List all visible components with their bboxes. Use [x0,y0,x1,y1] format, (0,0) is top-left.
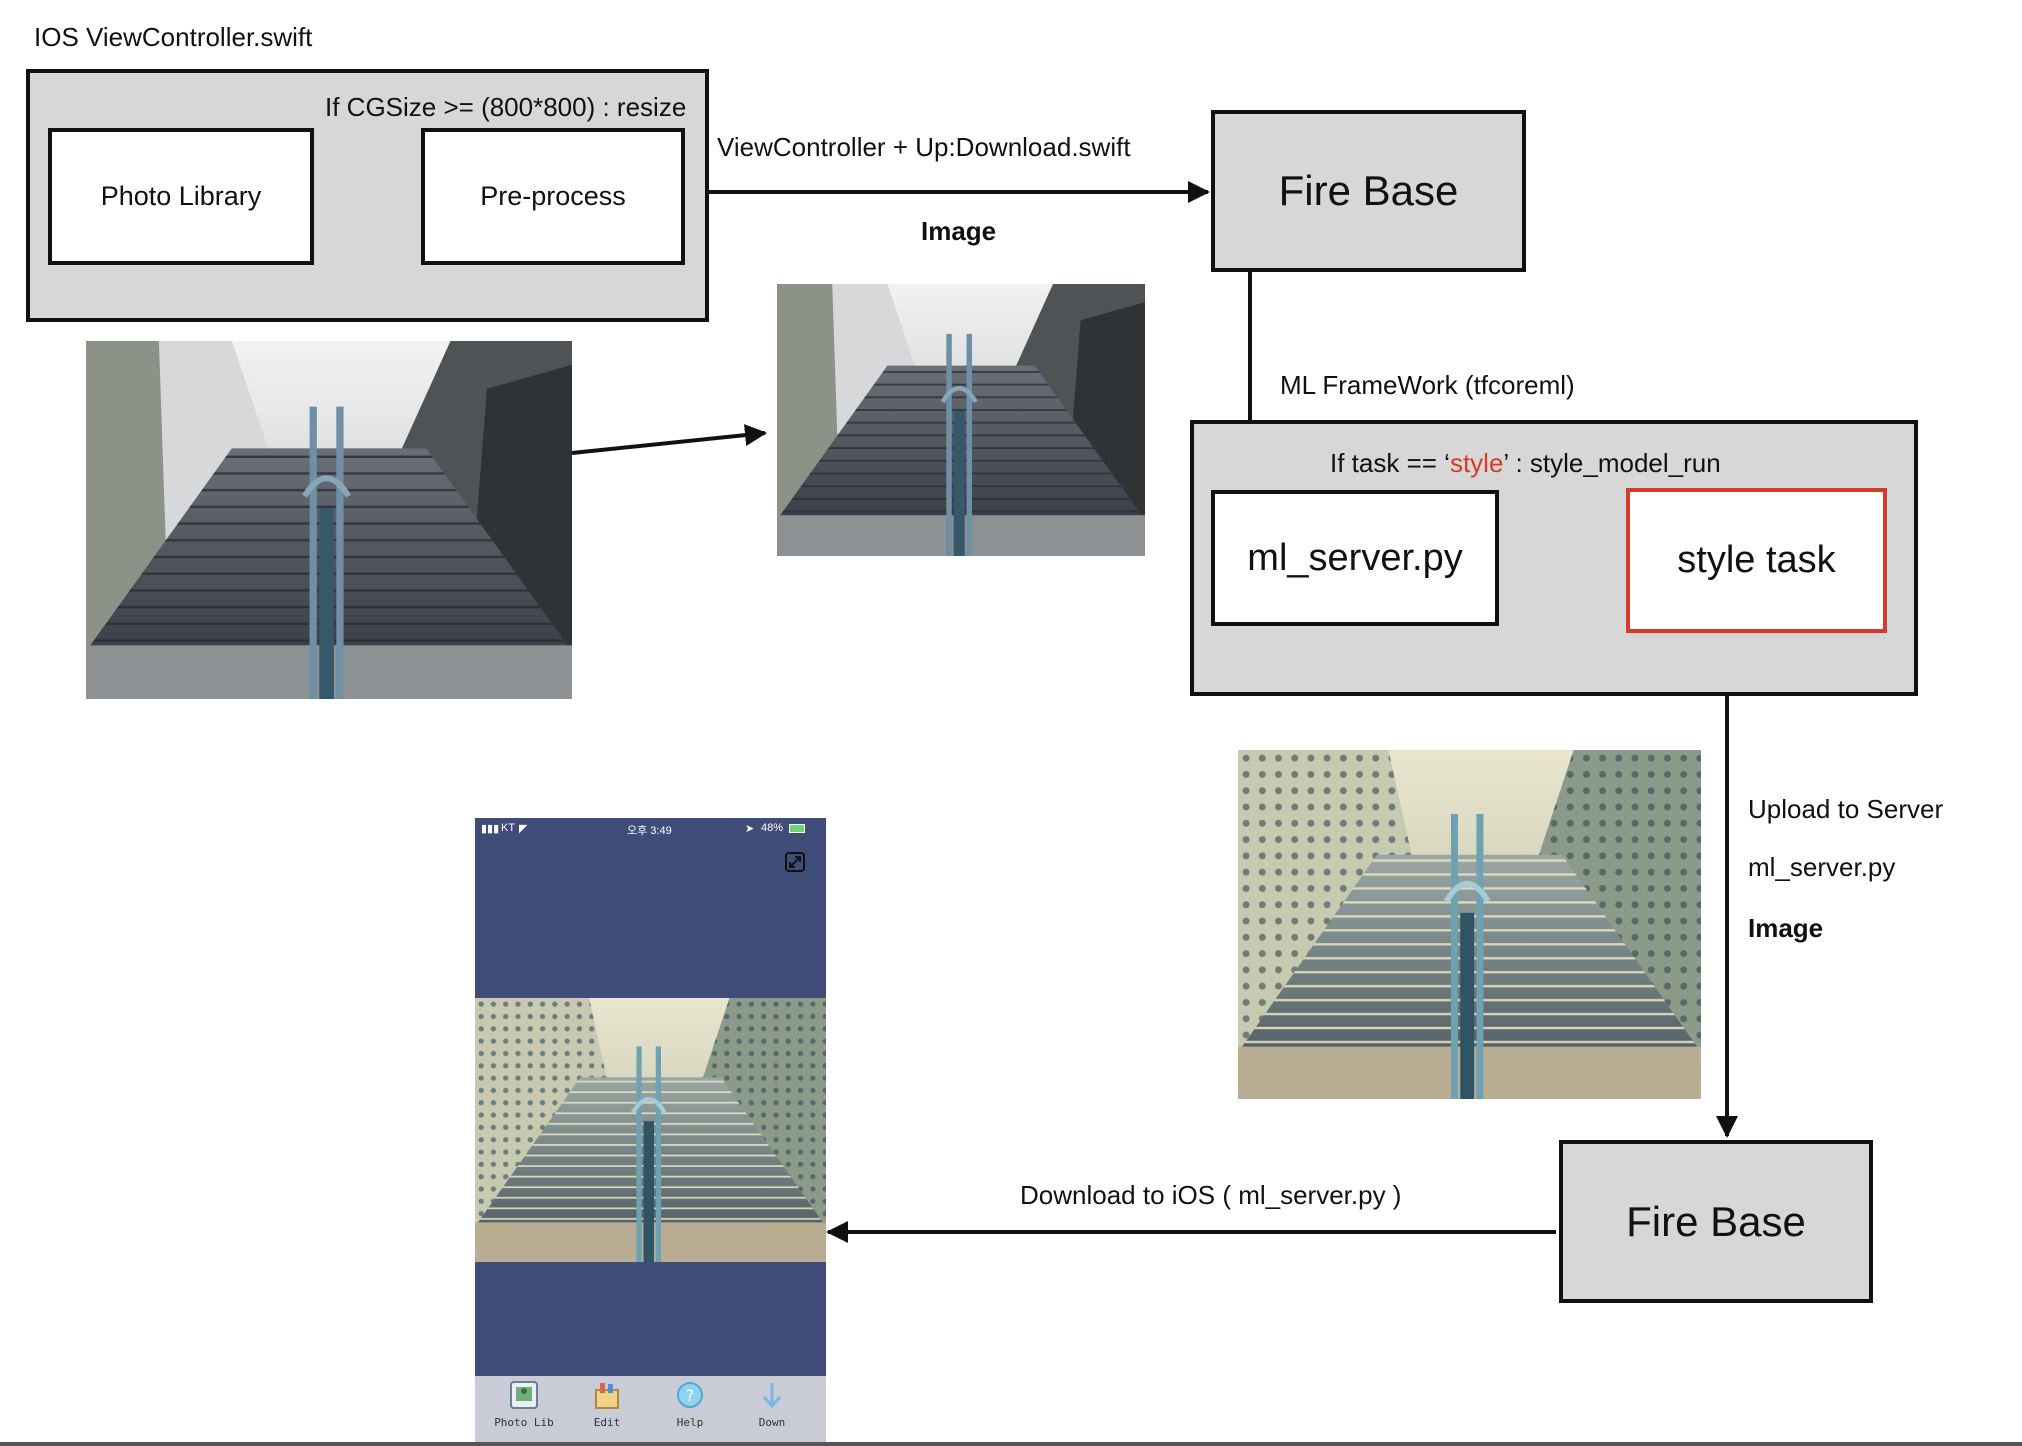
ml-server-node: ml_server.py [1211,490,1499,626]
preprocess-label: Pre-process [480,181,626,211]
ml-framework-label: ML FrameWork (tfcoreml) [1280,370,1575,400]
toolbar-photo-lib[interactable]: Photo Lib [489,1380,559,1429]
upload-server-line1: Upload to Server [1748,794,1944,824]
upload-edge-label: ViewController + Up:Download.swift [717,132,1131,162]
ml-server-label: ml_server.py [1247,536,1463,579]
photo-library-node: Photo Library [48,128,314,265]
resize-arrow [571,424,767,455]
expand-icon[interactable] [785,852,805,872]
wifi-icon: ◤ [519,823,528,835]
battery-label: 48% [761,822,784,834]
download-icon [762,1383,782,1409]
svg-text:?: ? [686,1386,695,1405]
clock: 오후 3:49 [627,825,672,837]
task-condition: If task == ‘style’ : style_model_run [1330,448,1721,479]
toolbar-label: Down [758,1416,786,1429]
page-title: IOS ViewController.swift [34,22,313,52]
app-toolbar: Photo Lib Edit ? Help Down [475,1376,826,1442]
photo-icon [510,1381,538,1409]
photo-library-label: Photo Library [100,181,262,211]
help-icon: ? [677,1382,703,1408]
toolbar-help[interactable]: ? Help [655,1380,725,1429]
location-icon: ➤ [745,823,755,835]
original-photo [86,341,572,699]
upload-server-line3: Image [1748,913,1824,943]
ios-app-screenshot: ▮▮▮ KT ◤ 오후 3:49 ➤ 48% Photo Lib Edit ? … [475,818,826,1442]
toolbar-label: Edit [593,1416,621,1429]
toolbar-label: Help [676,1416,704,1429]
phone-styled-photo [475,998,826,1262]
status-bar: ▮▮▮ KT ◤ 오후 3:49 ➤ 48% [475,818,826,840]
toolbar-label: Photo Lib [494,1416,554,1429]
resize-note: If CGSize >= (800*800) : resize [325,92,687,122]
preprocess-node: Pre-process [421,128,685,265]
style-task-node: style task [1626,488,1887,633]
toolbar-down[interactable]: Down [737,1380,807,1429]
style-task-label: style task [1677,539,1836,581]
battery-icon [789,824,805,833]
styled-photo [1238,750,1701,1099]
window-bottom-edge [0,1442,2022,1446]
upload-server-line2: ml_server.py [1748,852,1896,882]
condition-prefix: If task == ‘ [1330,448,1450,478]
signal-icon: ▮▮▮ [481,823,500,835]
resized-photo [777,284,1145,556]
firebase-top-label: Fire Base [1278,167,1459,214]
condition-suffix: ’ : style_model_run [1503,448,1721,478]
edit-icon [595,1383,619,1409]
condition-keyword: style [1449,448,1504,478]
upload-edge-payload: Image [921,216,997,246]
carrier-label: KT [501,822,516,834]
download-label: Download to iOS ( ml_server.py ) [1020,1180,1402,1210]
firebase-bottom-label: Fire Base [1626,1197,1806,1245]
firebase-top-node: Fire Base [1211,110,1526,272]
firebase-bottom-node: Fire Base [1559,1140,1873,1303]
toolbar-edit[interactable]: Edit [572,1380,642,1429]
